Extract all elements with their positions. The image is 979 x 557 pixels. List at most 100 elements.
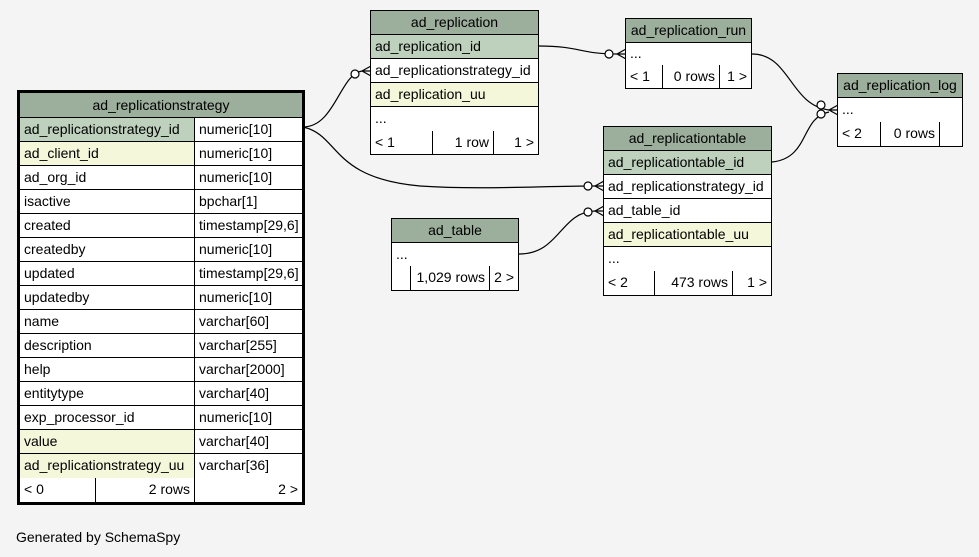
table-ad-replication-run[interactable]: ad_replication_run ... < 1 0 rows 1 >: [625, 18, 752, 89]
crowfoot-log: [828, 104, 839, 116]
column-row[interactable]: updated timestamp[29,6]: [20, 262, 302, 286]
column-name: ad_org_id: [24, 169, 87, 185]
parents-count[interactable]: < 1: [630, 68, 650, 84]
column-row[interactable]: ...: [392, 243, 518, 266]
column-type: varchar[40]: [194, 430, 302, 453]
column-row[interactable]: updatedby numeric[10]: [20, 286, 302, 310]
table-ad-replication[interactable]: ad_replication ad_replication_id ad_repli…: [370, 10, 539, 155]
table-title[interactable]: ad_table: [392, 219, 518, 243]
column-name: ad_replication_id: [371, 35, 538, 58]
generated-by-label: Generated by SchemaSpy: [16, 529, 181, 545]
column-type: timestamp[29,6]: [194, 214, 302, 237]
table-title[interactable]: ad_replication_log: [838, 74, 962, 98]
column-name: updatedby: [24, 289, 90, 305]
column-name: ad_table_id: [608, 202, 681, 218]
table-ad-replication-log[interactable]: ad_replication_log ... < 2 0 rows: [837, 73, 963, 147]
column-row[interactable]: created timestamp[29,6]: [20, 214, 302, 238]
table-title[interactable]: ad_replication_run: [626, 19, 751, 43]
column-name: help: [24, 361, 51, 377]
children-count[interactable]: 1 >: [732, 271, 771, 295]
row-count: 0 rows: [880, 122, 939, 146]
column-row[interactable]: help varchar[2000]: [20, 358, 302, 382]
row-count: 473 rows: [654, 271, 732, 295]
column-type: varchar[2000]: [194, 358, 302, 381]
parents-count[interactable]: < 1: [375, 134, 395, 150]
parents-count[interactable]: < 2: [842, 125, 862, 141]
crowfoot-replication: [361, 65, 372, 77]
column-name: ad_replicationstrategy_uu: [20, 454, 194, 478]
table-title[interactable]: ad_replicationtable: [604, 127, 771, 151]
table-title[interactable]: ad_replication: [371, 11, 538, 35]
column-type: numeric[10]: [194, 142, 302, 165]
parents-count[interactable]: < 0: [24, 481, 44, 497]
column-row[interactable]: ad_replicationstrategy_id: [604, 175, 771, 199]
edge-run-log: [751, 53, 830, 111]
column-name: ad_replicationstrategy_id: [375, 62, 531, 78]
table-footer: < 2 0 rows: [838, 122, 962, 146]
table-ad-table[interactable]: ad_table ... 1,029 rows 2 >: [391, 218, 519, 291]
optional-marker-log-b: [816, 109, 826, 119]
column-row[interactable]: ...: [838, 98, 962, 122]
table-ad-replicationtable[interactable]: ad_replicationtable ad_replicationtable_…: [603, 126, 772, 296]
table-footer: < 0 2 rows 2 >: [20, 478, 302, 502]
column-type: timestamp[29,6]: [194, 262, 302, 285]
column-name: created: [24, 217, 71, 233]
table-footer: 1,029 rows 2 >: [392, 266, 518, 290]
optional-marker-replicationtable-strategy: [583, 181, 593, 191]
column-type: bpchar[1]: [194, 190, 302, 213]
crowfoot-replicationtable-strategy: [594, 180, 605, 192]
column-name: updated: [24, 265, 75, 281]
children-count: [939, 122, 962, 146]
optional-marker-replicationtable-table: [583, 207, 593, 217]
row-count: 1,029 rows: [410, 266, 489, 290]
column-row[interactable]: ...: [626, 43, 751, 65]
column-row[interactable]: ad_replicationtable_id: [604, 151, 771, 175]
optional-marker-log-a: [816, 100, 826, 110]
table-ad-replicationstrategy[interactable]: ad_replicationstrategy ad_replicationstr…: [17, 90, 305, 505]
children-count[interactable]: 1 >: [493, 131, 538, 154]
column-type: numeric[10]: [194, 118, 302, 141]
column-row[interactable]: ad_replicationtable_uu: [604, 223, 771, 247]
edge-strategy-replication: [302, 70, 363, 128]
children-count[interactable]: 1 >: [719, 65, 751, 88]
column-type: numeric[10]: [194, 286, 302, 309]
column-type: numeric[10]: [194, 238, 302, 261]
column-row[interactable]: ad_table_id: [604, 199, 771, 223]
children-count[interactable]: 2 >: [194, 478, 302, 502]
column-row[interactable]: ad_replication_id: [371, 35, 538, 59]
column-type: numeric[10]: [194, 406, 302, 429]
table-title[interactable]: ad_replicationstrategy: [20, 93, 302, 118]
column-row[interactable]: ...: [604, 247, 771, 271]
parents-count: [392, 266, 410, 290]
column-row[interactable]: ...: [371, 107, 538, 131]
crowfoot-replicationtable-table: [594, 205, 605, 217]
column-name: ...: [630, 45, 642, 61]
column-row[interactable]: ad_replication_uu: [371, 83, 538, 107]
children-count[interactable]: 2 >: [489, 266, 518, 290]
column-name: entitytype: [24, 385, 84, 401]
edge-table-replicationtable: [518, 210, 596, 255]
column-name: ad_client_id: [20, 142, 194, 165]
parents-count[interactable]: < 2: [608, 274, 628, 290]
row-count: 1 row: [432, 131, 493, 154]
column-name: ad_replicationstrategy_id: [20, 118, 194, 141]
column-name: name: [24, 313, 60, 329]
table-footer: < 2 473 rows 1 >: [604, 271, 771, 295]
edge-replicationtable-log: [771, 111, 830, 163]
column-row[interactable]: ad_replicationstrategy_id: [371, 59, 538, 83]
column-name: ad_replicationstrategy_id: [608, 178, 764, 194]
optional-marker-replication: [350, 69, 360, 79]
crowfoot-run: [616, 48, 627, 60]
optional-marker-run: [604, 49, 614, 59]
